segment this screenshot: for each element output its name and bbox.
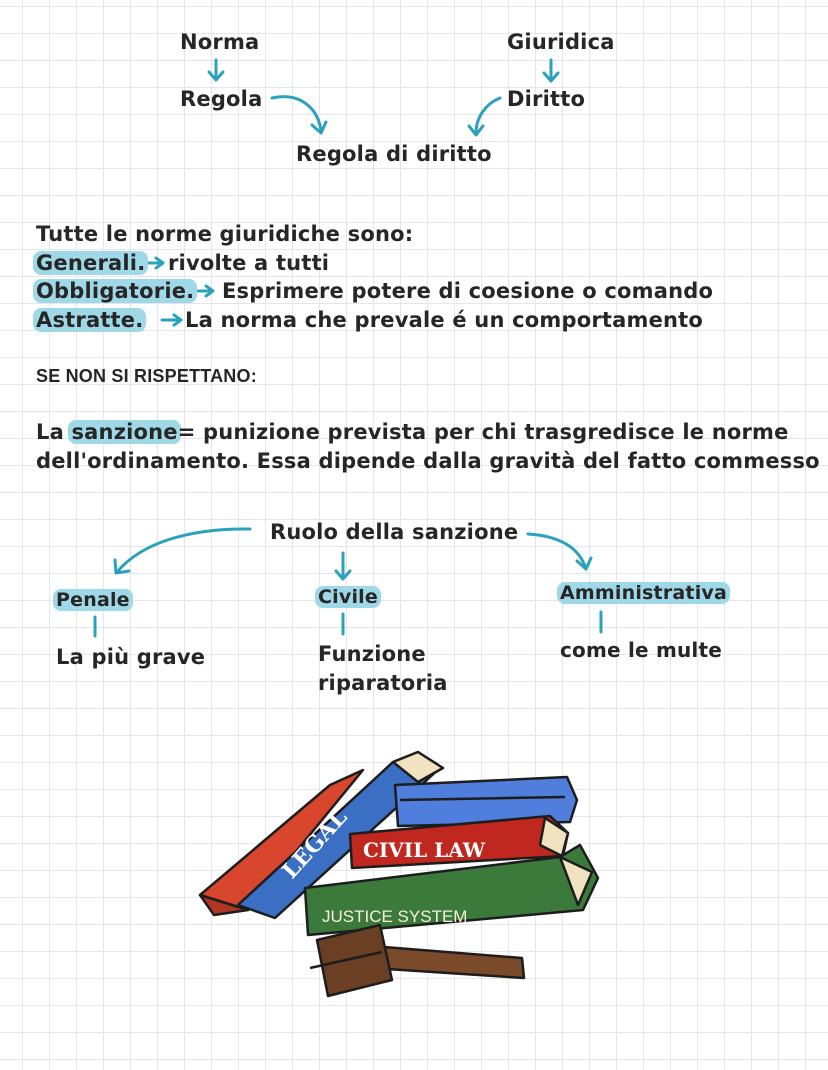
arrow-astratte (160, 313, 183, 327)
feature-term: Obbligatorie. (33, 279, 198, 303)
label-regola-di-diritto: Regola di diritto (296, 142, 492, 166)
feature-term: Astratte. (33, 308, 147, 332)
label-diritto: Diritto (507, 87, 586, 111)
arrow-diritto-result (467, 96, 502, 137)
branch-penale: Penale (53, 589, 133, 611)
sanzione-prefix: La (36, 420, 64, 444)
arrow-giuridica-diritto (542, 58, 560, 83)
gavel-head (315, 923, 394, 998)
sanzione-definition: = punizione prevista per chi trasgredisc… (177, 420, 789, 444)
arrow-regola-result (270, 95, 328, 135)
branch-civile-desc-2: riparatoria (318, 671, 448, 695)
sanzione-line-1: La sanzione= punizione prevista per chi … (36, 420, 789, 444)
branch-name: Amministrativa (557, 582, 731, 604)
label-regola: Regola (180, 87, 263, 111)
arrow-ruolo-amministrativa (526, 532, 593, 571)
arrow-norma-regola (207, 58, 225, 82)
arrow-ruolo-civile (334, 551, 352, 581)
label-giuridica: Giuridica (507, 30, 615, 54)
feature-obbligatorie-line: Obbligatorie. (33, 279, 198, 303)
civil-law-label: CIVIL LAW (363, 838, 486, 862)
sanzione-line-2: dell'ordinamento. Essa dipende dalla gra… (36, 449, 820, 473)
top-blue-book (393, 775, 579, 828)
branch-penale-desc: La più grave (56, 645, 206, 669)
branch-civile-desc-1: Funzione (318, 642, 426, 666)
branch-name: Civile (315, 586, 381, 608)
se-non-heading: SE NON SI RISPETTANO: (36, 366, 257, 386)
feature-generali-line: Generali. (33, 251, 149, 275)
label-norma: Norma (180, 30, 260, 54)
features-intro: Tutte le norme giuridiche sono: (36, 222, 414, 246)
feature-generali-text: rivolte a tutti (168, 251, 330, 275)
branch-amministrativa-desc: come le multe (560, 638, 723, 662)
gavel-handle (370, 944, 526, 980)
feature-astratte-text: La norma che prevale é un comportamento (185, 308, 704, 332)
justice-system-label: JUSTICE SYSTEM (322, 907, 467, 926)
branch-name: Penale (53, 589, 133, 611)
ruolo-title: Ruolo della sanzione (270, 520, 519, 544)
sanzione-term: sanzione (68, 420, 181, 444)
branch-civile: Civile (315, 586, 381, 608)
feature-term: Generali. (33, 251, 149, 275)
feature-astratte-line: Astratte. (33, 308, 147, 332)
feature-obbligatorie-text: Esprimere potere di coesione o comando (222, 279, 714, 303)
arrow-ruolo-penale (113, 527, 252, 575)
branch-amministrativa: Amministrativa (557, 582, 731, 604)
